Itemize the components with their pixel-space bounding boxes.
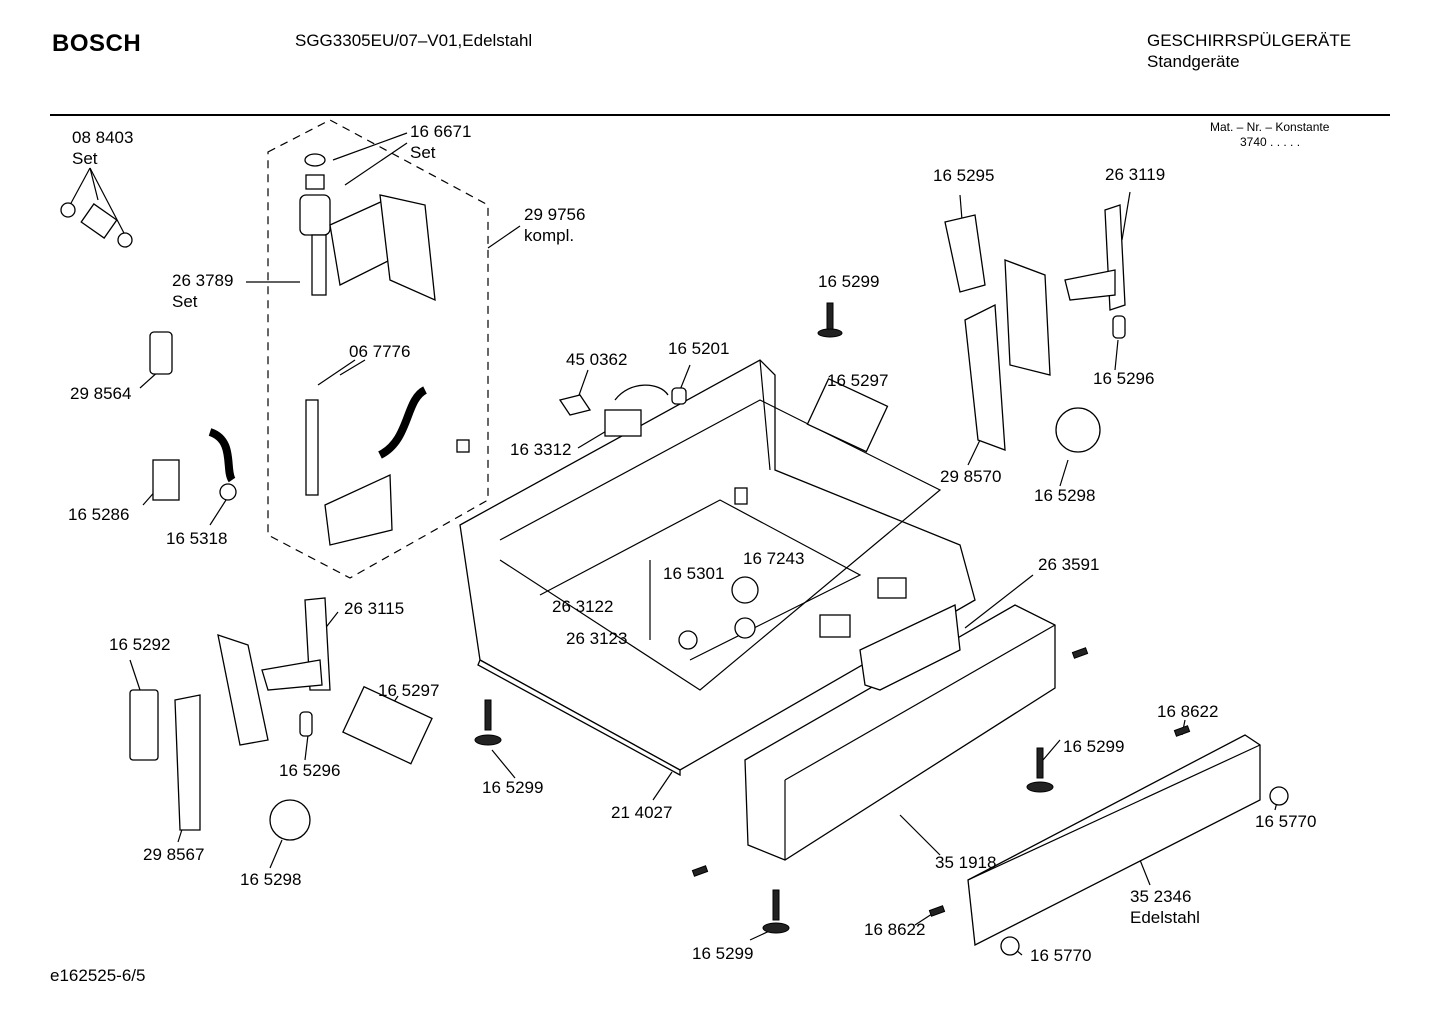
caps bbox=[1000, 786, 1289, 956]
part-label: 16 5286 bbox=[68, 505, 130, 524]
part-label: 16 5201 bbox=[668, 339, 730, 358]
part-label: 16 6671 bbox=[410, 122, 472, 141]
part-label: Set bbox=[72, 149, 98, 168]
part-label: 16 5298 bbox=[240, 870, 302, 889]
part-label: 16 5296 bbox=[1093, 369, 1155, 388]
part-label: 16 5299 bbox=[692, 944, 754, 963]
part-label: 29 9756 bbox=[524, 205, 586, 224]
hose-set-parts bbox=[60, 202, 237, 501]
part-label: 16 5296 bbox=[279, 761, 341, 780]
part-label: 16 5299 bbox=[1063, 737, 1125, 756]
part-label: 16 8622 bbox=[1157, 702, 1219, 721]
part-label: 16 5770 bbox=[1030, 946, 1092, 965]
part-label: 16 5299 bbox=[818, 272, 880, 291]
brand-logo: BOSCH bbox=[52, 30, 142, 57]
bracket-front bbox=[859, 604, 961, 691]
part-label: 35 1918 bbox=[935, 853, 997, 872]
part-label: 26 3789 bbox=[172, 271, 234, 290]
part-label: 29 8570 bbox=[940, 467, 1002, 486]
part-label: 21 4027 bbox=[611, 803, 673, 822]
right-brackets bbox=[806, 204, 1126, 453]
part-label: 26 3115 bbox=[344, 599, 405, 618]
part-label: 26 3119 bbox=[1105, 165, 1166, 184]
mat-constant-value: 3740 . . . . . bbox=[1240, 135, 1301, 149]
part-label: 16 5298 bbox=[1034, 486, 1096, 505]
left-brackets bbox=[129, 597, 433, 841]
pump-assembly bbox=[299, 153, 470, 546]
leader-lines bbox=[69, 132, 1279, 956]
part-label: Set bbox=[410, 143, 436, 162]
part-label: 26 3123 bbox=[566, 629, 628, 648]
part-label: 29 8567 bbox=[143, 845, 205, 864]
stainless-plinth bbox=[967, 734, 1261, 947]
part-label: 16 8622 bbox=[864, 920, 926, 939]
part-label: 16 3312 bbox=[510, 440, 572, 459]
part-label: 08 8403 bbox=[72, 128, 134, 147]
kick-plate bbox=[744, 604, 1056, 861]
category-subtitle: Standgeräte bbox=[1147, 52, 1240, 71]
part-label: 16 5292 bbox=[109, 635, 171, 654]
part-label: kompl. bbox=[524, 226, 575, 245]
part-label: 26 3591 bbox=[1038, 555, 1100, 574]
part-label: 16 5770 bbox=[1255, 812, 1317, 831]
control-module bbox=[558, 384, 687, 437]
part-label: 16 7243 bbox=[743, 549, 805, 568]
screws bbox=[474, 302, 1191, 934]
part-label: 16 5295 bbox=[933, 166, 995, 185]
part-label: 35 2346 bbox=[1130, 887, 1192, 906]
part-label: 16 5299 bbox=[482, 778, 544, 797]
model-number: SGG3305EU/07–V01,Edelstahl bbox=[295, 31, 533, 50]
header-divider bbox=[50, 114, 1390, 116]
document-code: e162525-6/5 bbox=[50, 966, 146, 985]
part-label: 16 5297 bbox=[378, 681, 440, 700]
base-tub bbox=[459, 359, 976, 777]
part-label: 06 7776 bbox=[349, 342, 411, 361]
part-label: 45 0362 bbox=[566, 350, 628, 369]
part-label: 16 5301 bbox=[663, 564, 725, 583]
part-label: 16 5318 bbox=[166, 529, 228, 548]
category-title: GESCHIRRSPÜLGERÄTE bbox=[1147, 31, 1352, 50]
part-label: 16 5297 bbox=[827, 371, 889, 390]
part-label: 29 8564 bbox=[70, 384, 132, 403]
part-label: Edelstahl bbox=[1130, 908, 1200, 927]
part-label: Set bbox=[172, 292, 198, 311]
part-label: 26 3122 bbox=[552, 597, 614, 616]
mat-constant-label: Mat. – Nr. – Konstante bbox=[1210, 120, 1330, 134]
